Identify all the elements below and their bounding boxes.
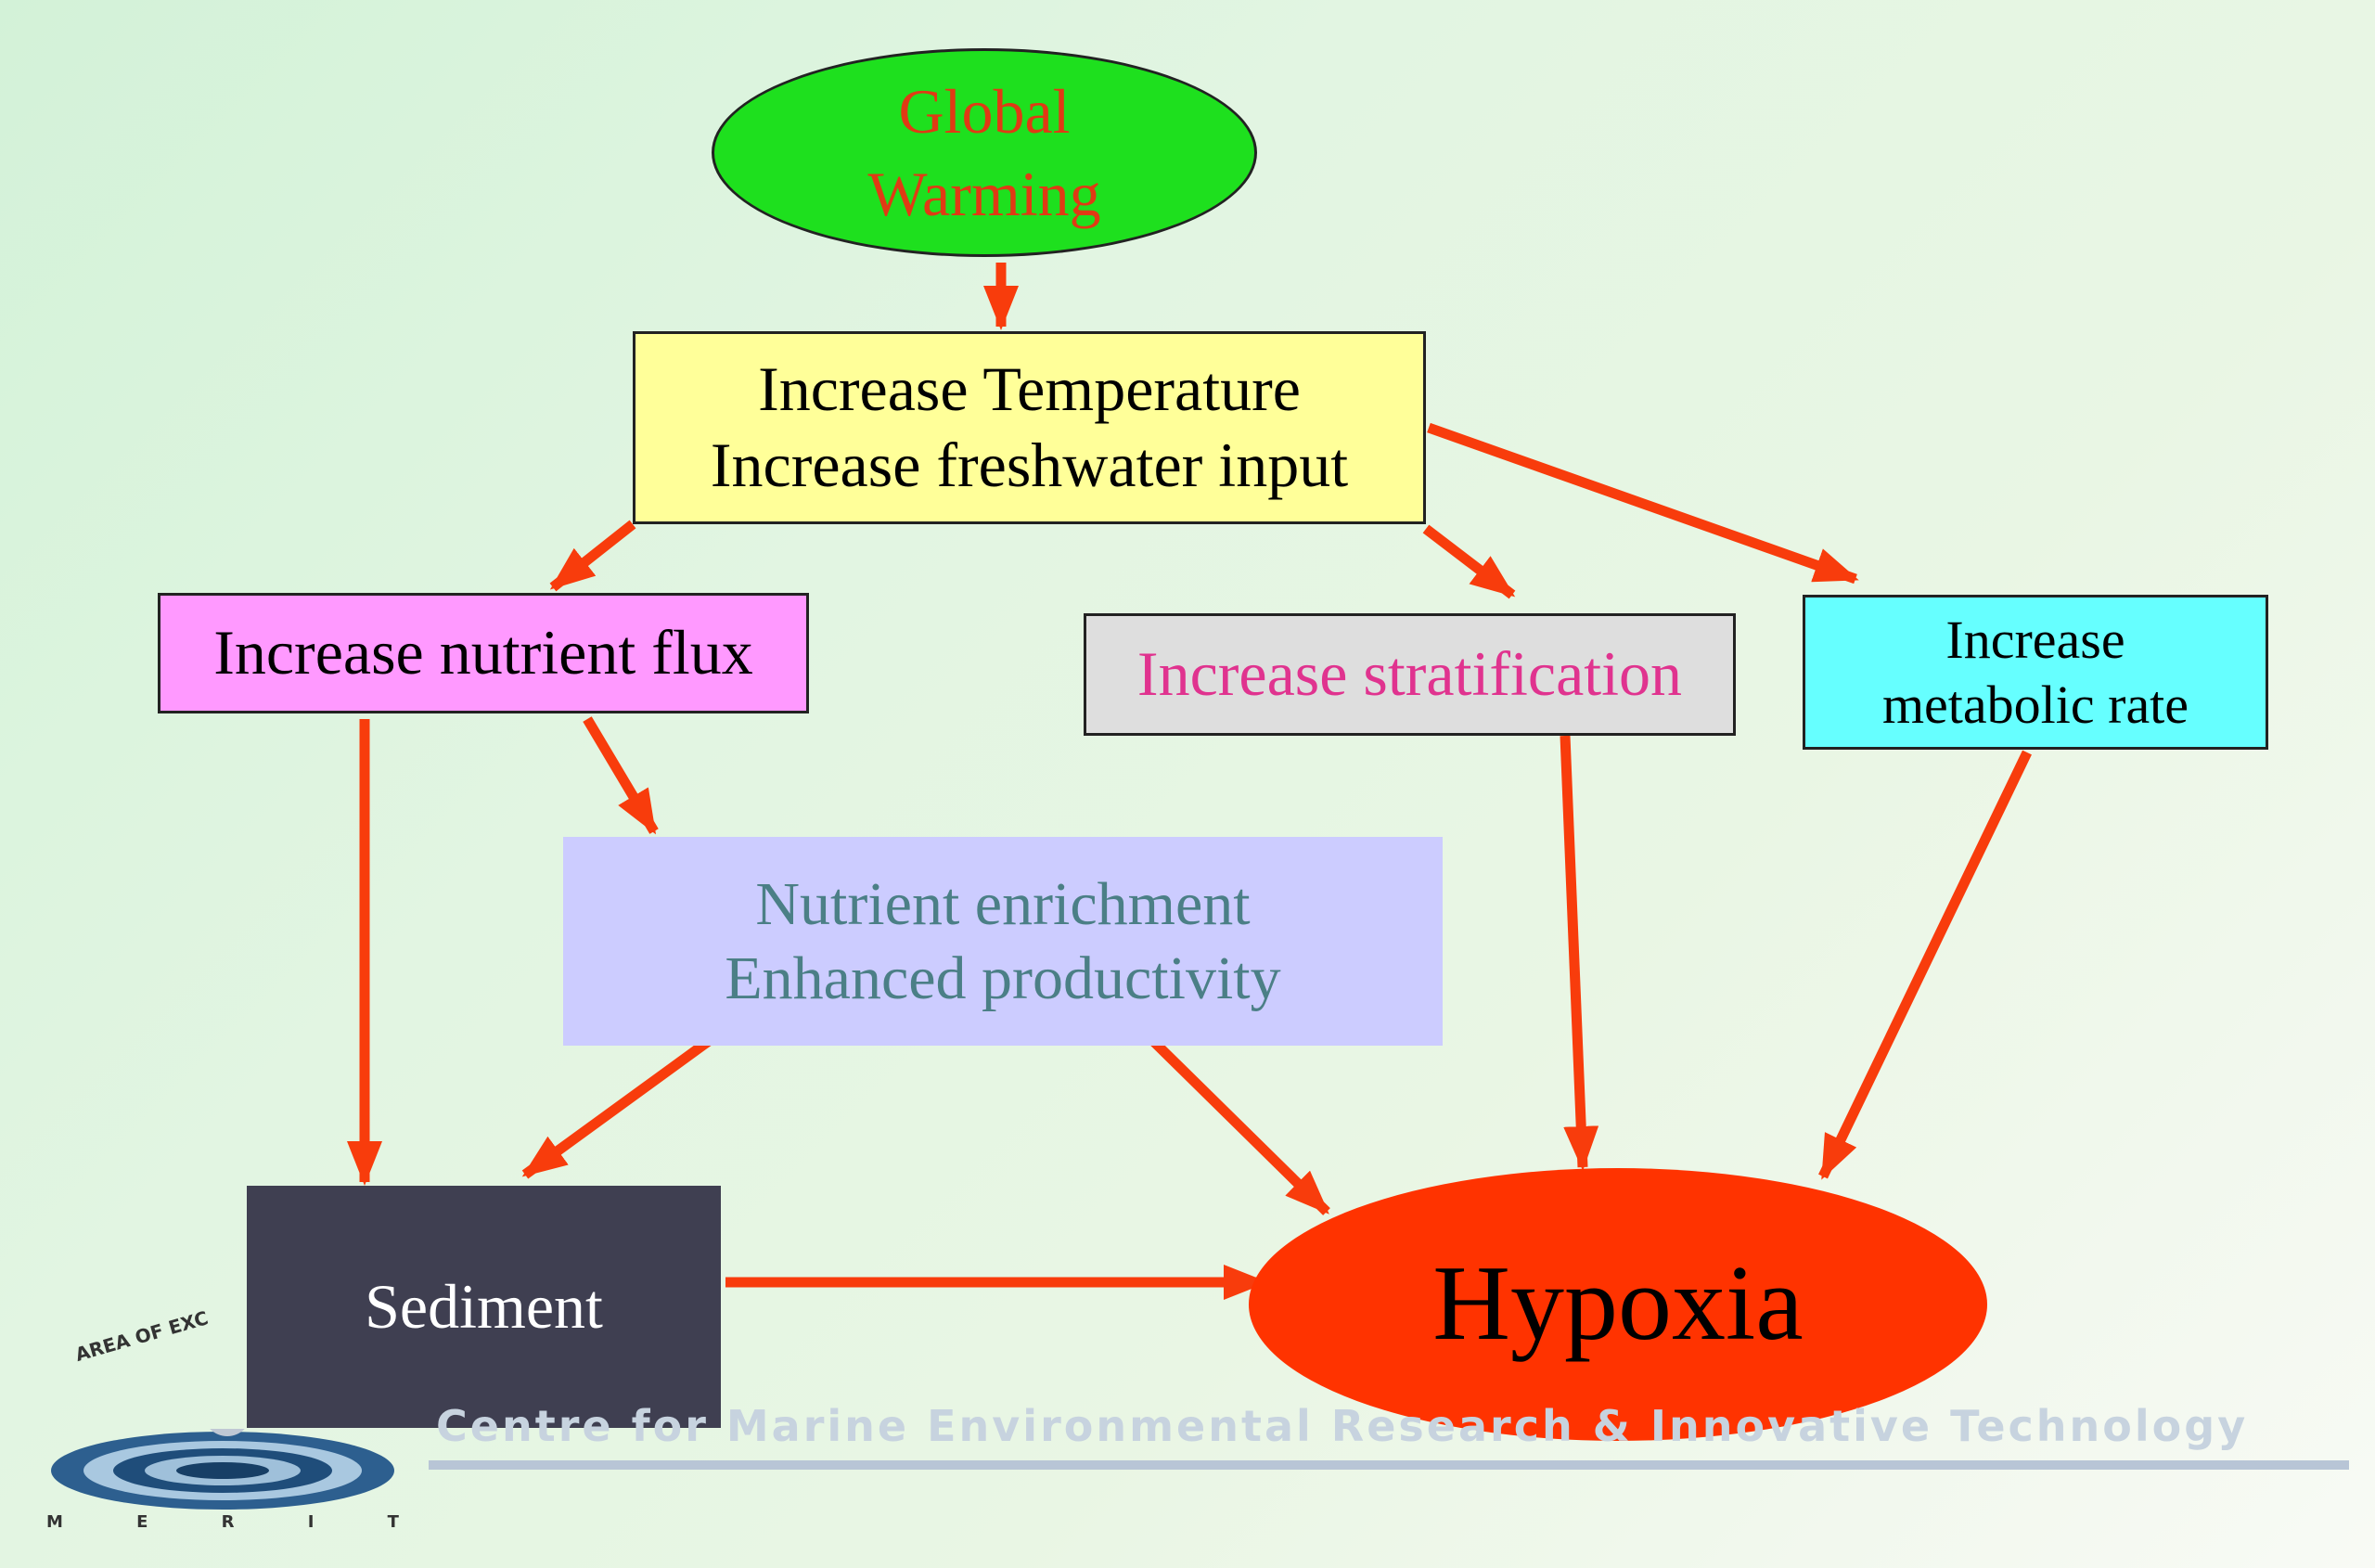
node-increase-stratification: Increase stratification (1084, 613, 1736, 736)
footer-divider (429, 1460, 2349, 1470)
node-label-line: Increase freshwater input (710, 430, 1349, 500)
logo-letter: E (136, 1512, 148, 1532)
edge-temperature-to-metabolic-rate (1427, 422, 1859, 585)
node-label-line: Nutrient enrichment (755, 870, 1251, 939)
logo-letter: R (221, 1512, 235, 1532)
logo-letter: I (307, 1512, 315, 1532)
node-label-line: Global (898, 76, 1071, 148)
edge-temperature-to-nutrient-flux (549, 520, 636, 592)
node-increase-nutrient-flux: Increase nutrient flux (158, 593, 809, 713)
node-label-line: Enhanced productivity (725, 944, 1281, 1012)
edge-temperature-to-stratification (1422, 524, 1516, 599)
edge-nutrient-enrichment-to-hypoxia (1149, 1037, 1330, 1215)
logo-rings-icon (51, 1429, 394, 1510)
node-hypoxia: Hypoxia (1249, 1168, 1987, 1441)
edge-nutrient-enrichment-to-sediment (521, 1036, 712, 1179)
footer-org-name: Centre for Marine Environmental Research… (436, 1401, 2249, 1451)
logo-letter: M (46, 1512, 63, 1532)
node-sediment: Sediment (247, 1186, 721, 1428)
logo-letter: T (387, 1512, 399, 1532)
node-label-line: Increase stratification (1136, 638, 1683, 710)
edge-nutrient-flux-to-nutrient-enrichment (583, 716, 659, 835)
edge-stratification-to-hypoxia (1560, 735, 1599, 1171)
edge-metabolic-rate-to-hypoxia (1818, 750, 2032, 1180)
node-label-line: Hypoxia (1432, 1244, 1804, 1364)
node-label-line: Warming (867, 158, 1101, 229)
node-label-line: Sediment (365, 1270, 603, 1342)
node-label-line: metabolic rate (1881, 674, 2189, 735)
node-label-line: Increase nutrient flux (213, 617, 753, 688)
node-label-line: Increase Temperature (758, 353, 1301, 425)
node-label-line: Increase (1945, 609, 2125, 670)
